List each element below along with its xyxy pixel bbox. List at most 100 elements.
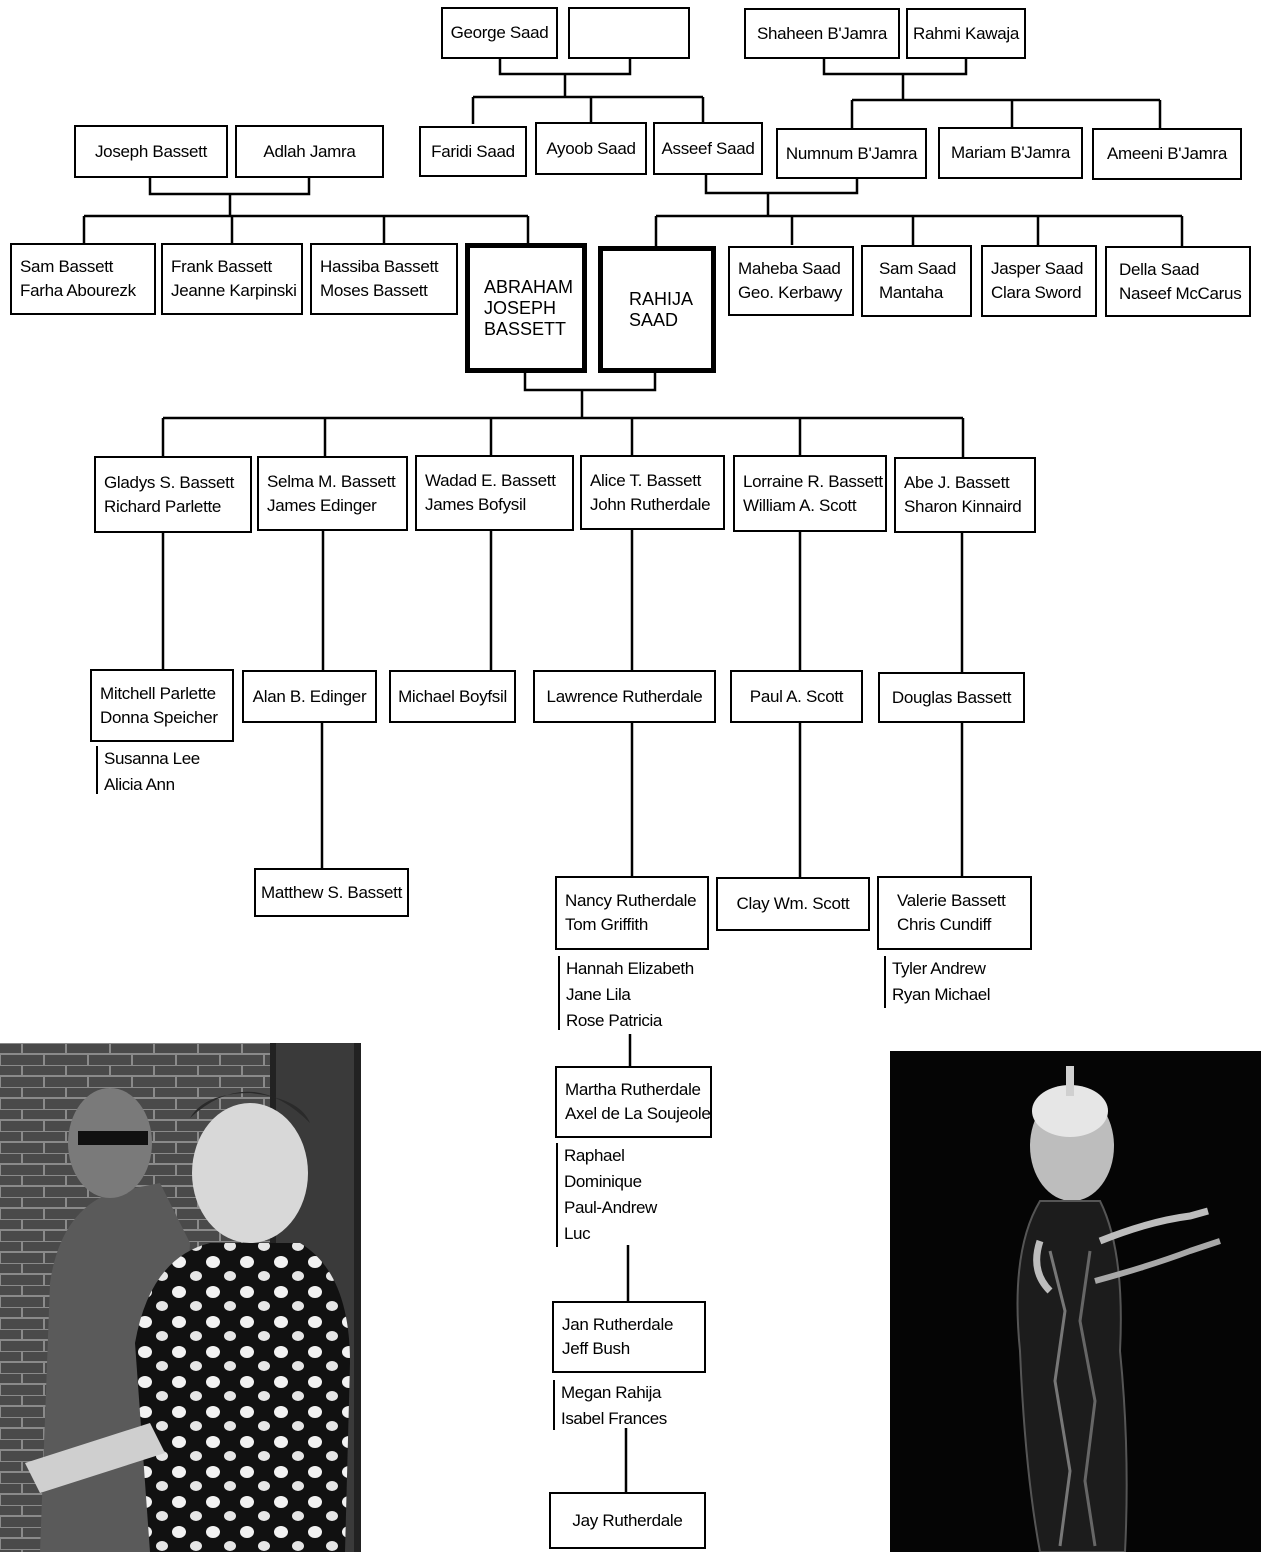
child-name: Alicia Ann — [104, 775, 175, 794]
name-line: SAAD — [629, 309, 679, 330]
child-name: Hannah Elizabeth — [566, 959, 694, 978]
couple-frank-bassett: Frank Bassett Jeanne Karpinski — [161, 243, 303, 315]
child-name: Megan Rahija — [561, 1383, 662, 1402]
child-name: Tyler Andrew — [892, 959, 986, 978]
spouse-name: Mantaha — [879, 283, 944, 302]
person-name: Faridi Saad — [431, 141, 515, 161]
couple-photo — [0, 1043, 361, 1552]
person-unknown-spouse — [568, 7, 690, 59]
person-name: Sam Saad — [879, 259, 956, 278]
children-list-valerie: Tyler Andrew Ryan Michael — [884, 956, 991, 1008]
couple-valerie-bassett: Valerie Bassett Chris Cundiff — [877, 876, 1032, 950]
spouse-name: Geo. Kerbawy — [738, 283, 843, 302]
spouse-name: Moses Bassett — [320, 281, 428, 300]
couple-nancy-rutherdale: Nancy Rutherdale Tom Griffith — [555, 876, 709, 950]
children-list-jan: Megan Rahija Isabel Frances — [553, 1380, 667, 1430]
spouse-name: John Rutherdale — [590, 494, 711, 514]
person-ameeni-bjamra: Ameeni B'Jamra — [1092, 128, 1242, 180]
person-name: Martha Rutherdale — [565, 1080, 701, 1099]
child-name: Ryan Michael — [892, 985, 991, 1004]
person-jay-rutherdale: Jay Rutherdale — [549, 1492, 706, 1549]
person-mariam-bjamra: Mariam B'Jamra — [938, 127, 1083, 179]
person-name: Wadad E. Bassett — [425, 471, 556, 490]
child-name: Jane Lila — [566, 985, 631, 1004]
child-name: Raphael — [564, 1146, 625, 1165]
spouse-name: Jeanne Karpinski — [171, 281, 297, 300]
person-name: Michael Boyfsil — [398, 686, 507, 706]
spouse-name: Chris Cundiff — [897, 915, 992, 934]
dancing-woman-photo — [890, 1051, 1261, 1552]
couple-jan-rutherdale: Jan Rutherdale Jeff Bush — [552, 1301, 706, 1373]
person-name: Frank Bassett — [171, 257, 272, 276]
couple-sam-saad: Sam Saad Mantaha — [861, 245, 972, 317]
person-lawrence-rutherdale: Lawrence Rutherdale — [533, 670, 716, 723]
spouse-name: Clara Sword — [991, 283, 1082, 302]
person-name: Shaheen B'Jamra — [756, 23, 888, 43]
person-name: Alan B. Edinger — [252, 686, 367, 706]
person-faridi-saad: Faridi Saad — [419, 126, 527, 177]
person-name: Douglas Bassett — [891, 687, 1012, 707]
person-name: Abe J. Bassett — [904, 473, 1010, 492]
couple-lorraine-bassett: Lorraine R. Bassett William A. Scott — [733, 455, 887, 532]
person-name: Sam Bassett — [20, 257, 114, 276]
child-name: Susanna Lee — [104, 749, 200, 768]
spouse-name: Axel de La Soujeole — [565, 1104, 711, 1123]
person-numnum-bjamra: Numnum B'Jamra — [776, 128, 927, 179]
person-name: Paul A. Scott — [749, 686, 844, 706]
person-name: Alice T. Bassett — [590, 470, 702, 490]
person-name: Hassiba Bassett — [320, 257, 439, 276]
couple-gladys-bassett: Gladys S. Bassett Richard Parlette — [94, 456, 252, 533]
person-name: Jay Rutherdale — [572, 1510, 683, 1530]
person-name: Asseef Saad — [661, 138, 755, 158]
children-list-martha: Raphael Dominique Paul-Andrew Luc — [556, 1143, 657, 1247]
person-name: Nancy Rutherdale — [565, 891, 697, 910]
person-george-saad: George Saad — [441, 7, 558, 59]
person-name: Mariam B'Jamra — [950, 143, 1070, 162]
person-name: Maheba Saad — [738, 259, 841, 278]
person-name: Clay Wm. Scott — [736, 894, 850, 913]
name-line: BASSETT — [484, 318, 567, 339]
spouse-name: James Edinger — [267, 495, 377, 515]
person-paul-scott: Paul A. Scott — [730, 670, 863, 723]
couple-jasper-saad: Jasper Saad Clara Sword — [981, 245, 1097, 317]
person-ayoob-saad: Ayoob Saad — [535, 122, 647, 175]
person-alan-edinger: Alan B. Edinger — [242, 670, 377, 723]
child-name: Dominique — [564, 1172, 642, 1191]
couple-alice-bassett: Alice T. Bassett John Rutherdale — [580, 455, 725, 530]
couple-sam-bassett: Sam Bassett Farha Abourezk — [10, 243, 156, 315]
spouse-name: Richard Parlette — [104, 496, 222, 516]
person-michael-boyfsil: Michael Boyfsil — [389, 670, 516, 723]
person-adlah-jamra: Adlah Jamra — [235, 125, 384, 178]
spouse-name: Tom Griffith — [565, 915, 648, 934]
person-rahija-saad: RAHIJA SAAD — [598, 246, 716, 373]
person-name: Ayoob Saad — [546, 138, 636, 158]
person-asseef-saad: Asseef Saad — [653, 122, 763, 175]
person-name: Della Saad — [1119, 259, 1200, 279]
person-name: Joseph Bassett — [94, 141, 208, 161]
child-name: Luc — [564, 1224, 591, 1243]
person-clay-scott: Clay Wm. Scott — [716, 877, 870, 931]
name-line: JOSEPH — [484, 297, 557, 318]
couple-mitchell-parlette: Mitchell Parlette Donna Speicher — [90, 669, 234, 742]
person-joseph-bassett: Joseph Bassett — [74, 125, 228, 178]
person-name: Ameeni B'Jamra — [1107, 144, 1227, 163]
couple-abe-bassett: Abe J. Bassett Sharon Kinnaird — [894, 457, 1036, 533]
child-name: Isabel Frances — [561, 1409, 667, 1428]
couple-martha-rutherdale: Martha Rutherdale Axel de La Soujeole — [555, 1066, 712, 1138]
person-name: Numnum B'Jamra — [785, 143, 918, 163]
person-matthew-bassett: Matthew S. Bassett — [254, 868, 409, 917]
couple-maheba-saad: Maheba Saad Geo. Kerbawy — [728, 246, 854, 316]
person-name: Matthew S. Bassett — [260, 882, 403, 902]
person-name: Mitchell Parlette — [100, 683, 216, 703]
spouse-name: Naseef McCarus — [1119, 283, 1242, 303]
person-abraham-joseph-bassett: ABRAHAM JOSEPH BASSETT — [465, 243, 587, 373]
person-shaheen-bjamra: Shaheen B'Jamra — [744, 8, 900, 59]
person-name: Adlah Jamra — [263, 141, 356, 161]
spouse-name: Sharon Kinnaird — [904, 497, 1022, 516]
person-name: Rahmi Kawaja — [913, 23, 1020, 43]
child-name: Rose Patricia — [566, 1011, 662, 1030]
spouse-name: Donna Speicher — [100, 707, 218, 727]
person-name: Gladys S. Bassett — [104, 472, 235, 492]
